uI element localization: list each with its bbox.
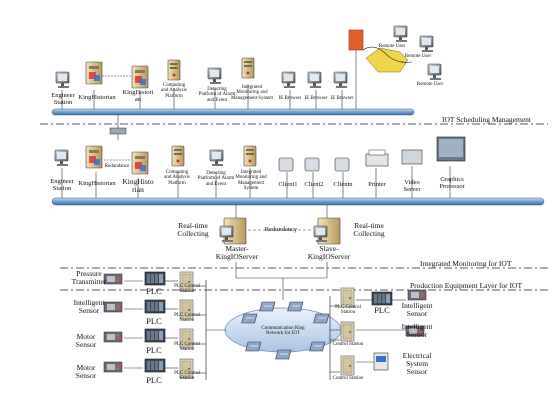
control-station-right-label-1: Control Station (332, 342, 364, 347)
intelligent-sensor-left-label: Intelligent Sensor (73, 298, 105, 315)
top-remote-user-2-label: Remote User (404, 54, 432, 59)
mid-detecting-platform-label: Detecting Platform of Alarm and Event (197, 171, 235, 187)
intelligent-sensor-right-2-label: Intelligent Sensor (401, 322, 433, 339)
top-remote-user-3-label: Remote User (416, 82, 444, 87)
plc-label-1: PLC (146, 286, 162, 296)
plc-label-3: PLC (146, 345, 162, 355)
mid-integrated-monitoring-label: Integrated Monitoring and Management Sys… (235, 170, 267, 191)
top-engineer-station-label: Engineer Station (51, 92, 75, 106)
mid-redundance-label: Redundance (104, 164, 130, 169)
plc-control-station-label-4: PLC Control Station (174, 371, 200, 382)
mid-video-server-label: Video Server (403, 179, 421, 193)
plc-control-station-label-3: PLC Control Station (174, 342, 200, 353)
plc-control-station-label-2: PLC Control Station (174, 313, 200, 324)
pressure-transmitter-label: Pressure Transmitter (71, 269, 107, 286)
mid-computing-platform-label: Computing and Analysis Platform (164, 170, 190, 186)
mid-engineer-station-label: Engineer Station (50, 178, 74, 192)
top-integrated-monitoring-label: Integrated Monitoring and Management Sys… (230, 85, 274, 101)
mid-kinghistorian-2-label: KingHisto rian (122, 177, 154, 194)
slave-kingioserver-label: Slave- KingIOServer (307, 244, 351, 261)
mid-client1-label: Client1 (278, 181, 298, 188)
motor-sensor-2-label: Motor Sensor (75, 363, 97, 380)
section-integrated-monitoring-label: Integrated Monitoring for IOT (420, 259, 512, 268)
plc-label-2: PLC (146, 316, 162, 326)
realtime-collecting-left-label: Real-time Collecting (177, 221, 209, 238)
top-kinghistorian-label: KingHistorian (78, 94, 116, 101)
master-kingioserver-label: Master- KingIOServer (215, 244, 259, 261)
redundancy-label: Redundancy (264, 226, 298, 233)
mid-client2-label: Client2 (304, 181, 324, 188)
mid-kinghistorian-label: KingHistorian (78, 180, 116, 187)
top-remote-user-1-label: Remote User (378, 44, 406, 49)
top-ie-browser-3-label: IE Browser (330, 96, 354, 101)
plc-label-right: PLC (374, 305, 390, 315)
comm-network-label: Communication Ring Network for IOT (261, 326, 305, 337)
top-detecting-platform-label: Detecting Platform of Alarm and Event (198, 87, 236, 103)
motor-sensor-1-label: Motor Sensor (75, 332, 97, 349)
control-station-right-label-2: Control Station (332, 376, 364, 381)
plc-label-4: PLC (146, 375, 162, 385)
intelligent-sensor-right-1-label: Intelligent Sensor (401, 301, 433, 318)
realtime-collecting-right-label: Real-time Collecting (353, 221, 385, 238)
mid-clientn-label: Clientn (333, 181, 353, 188)
mid-printer-label: Printer (368, 181, 386, 188)
mid-graphics-processor-label: Graphics Processor (439, 176, 465, 190)
top-kinghistorian-2-label: KingHistori an (122, 89, 154, 103)
plc-control-station-label-1: PLC Control Station (174, 284, 200, 295)
top-ie-browser-2-label: IE Browser (304, 96, 328, 101)
section-production-layer-label: Production Equipment Layer for IOT (410, 281, 523, 290)
top-ie-browser-1-label: IE Browser (278, 96, 302, 101)
section-iot-scheduling-label: IOT Scheduling Management (442, 115, 532, 124)
electrical-system-sensor-label: Electrical System Sensor (402, 351, 432, 376)
top-computing-platform-label: Computing and Analysis Platform (161, 83, 187, 99)
plc-control-station-right-label: PLC Control Station (335, 305, 361, 316)
